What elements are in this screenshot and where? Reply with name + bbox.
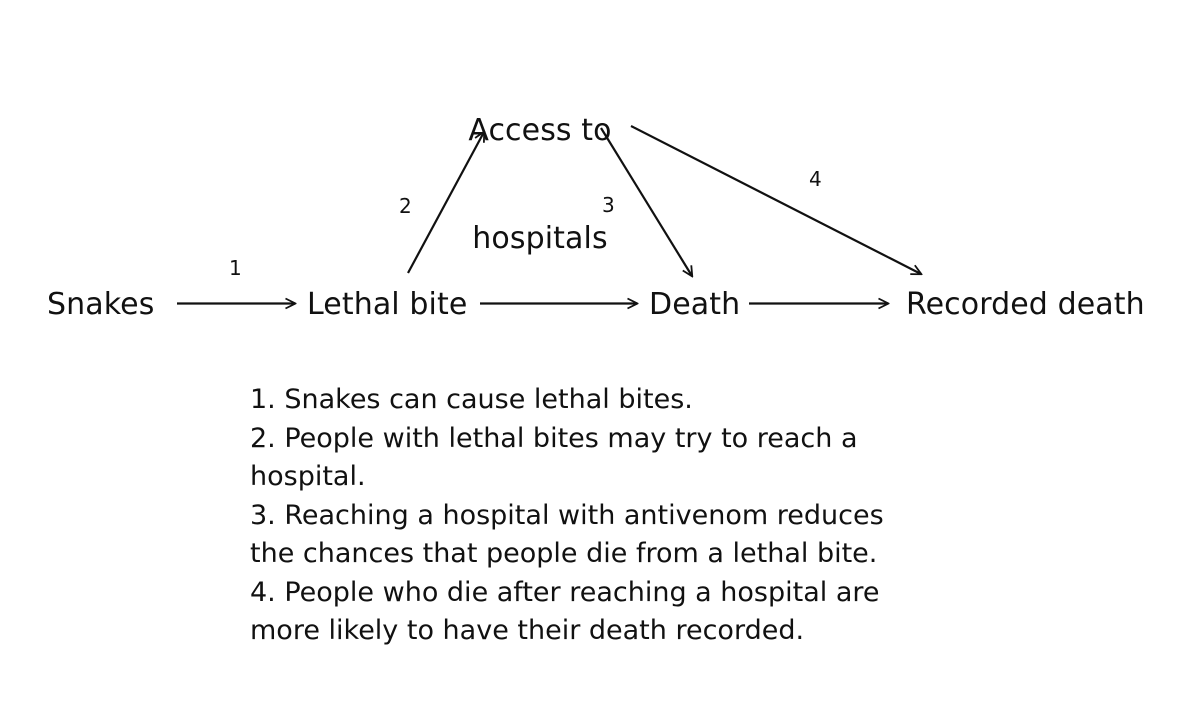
node-lethal-bite: Lethal bite	[307, 287, 468, 322]
legend-line: more likely to have their death recorded…	[250, 615, 805, 646]
legend-line: 2. People with lethal bites may try to r…	[250, 422, 858, 454]
node-recorded-death: Recorded death	[906, 287, 1145, 322]
arrow-lethal-bite-to-access	[407, 132, 484, 274]
arrow-access-to-death	[600, 127, 692, 276]
legend-line: 3. Reaching a hospital with antivenom re…	[250, 499, 884, 531]
node-access-line-1: Access to	[468, 113, 612, 148]
legend-line: 4. People who die after reaching a hospi…	[250, 576, 880, 608]
node-death: Death	[649, 287, 741, 322]
node-access-line-2: hospitals	[472, 221, 608, 256]
legend-line: hospital.	[250, 461, 366, 492]
node-access-to-hospitals: Access to hospitals	[440, 41, 640, 329]
node-snakes: Snakes	[47, 287, 155, 322]
legend-list: 1. Snakes can cause lethal bites. 2. Peo…	[250, 381, 1030, 651]
edge-label-2: 2	[399, 194, 412, 218]
arrow-access-to-recorded-death	[630, 125, 921, 274]
edge-label-1: 1	[229, 256, 242, 280]
legend-line: 1. Snakes can cause lethal bites.	[250, 384, 693, 415]
edge-label-4: 4	[809, 167, 822, 191]
edge-label-3: 3	[602, 193, 615, 217]
legend-line: the chances that people die from a letha…	[250, 538, 878, 569]
